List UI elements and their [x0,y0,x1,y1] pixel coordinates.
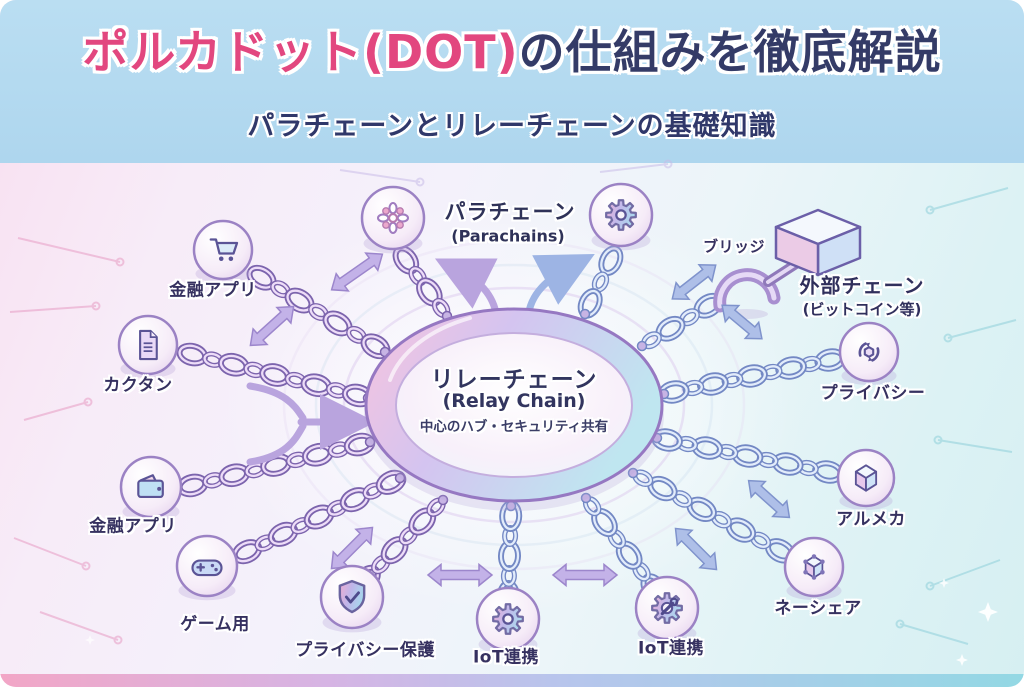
chain-link-connector [577,245,624,320]
chain-link-connector [657,348,847,404]
wallet-icon [137,474,164,499]
gamepad-icon [191,559,223,577]
chain-link-connector [496,500,523,612]
node-iot-2 [634,575,700,644]
double-arrow-icon [674,527,718,571]
sparkle-icon [939,578,949,588]
gear-wrench-icon [651,592,683,624]
title-rest: の仕組みを徹底解説 [518,25,942,79]
flow-arrows [246,254,595,466]
node-label-finance-app-2: 金融アプリ [89,516,177,537]
double-arrow-icon [721,304,763,340]
chain-link-connector [176,432,376,498]
page-subtitle: パラチェーンとリレーチェーンの基礎知識 [247,111,777,142]
gear-icon [605,199,637,231]
external-chain-box-icon [774,208,862,277]
node-finance-app-2 [119,455,183,522]
title-highlight: ポルカドット(DOT) [82,25,519,79]
hub-ripple [282,239,746,571]
chain-link-connector [392,245,453,322]
double-arrow-icon [330,526,374,570]
sparkle-icon [956,654,968,666]
header-band: ポルカドット(DOT)の仕組みを徹底解説 パラチェーンとリレーチェーンの基礎知識 [0,0,1024,163]
bridge-rod [763,255,807,287]
chain-link-connector [627,467,796,564]
node-label-privacy-protection: プライバシー保護 [295,640,435,661]
node-arumeka [836,448,896,510]
relay-chain-subtitle: (Relay Chain) [442,390,586,412]
relay-chain-hub [364,307,664,511]
hub-ripple [342,286,686,524]
double-arrow-icon [426,562,494,588]
chain-link-connector [651,428,844,484]
external-chain-subtitle: (ビットコイン等) [802,300,922,319]
refresh-hexagon-icon [858,342,880,362]
sparkle-icon [978,602,998,622]
double-arrow-icon [551,562,619,588]
chain-link-connector [353,494,449,593]
node-finance-app-1 [192,219,254,284]
double-arrow-icon [330,252,384,292]
bridge-label: ブリッジ [702,237,766,256]
gear-icon [492,603,524,635]
flower-icon [376,201,410,235]
double-arrow-icon [747,479,791,519]
node-parachain-flower [360,185,426,254]
chain-link-connector [580,492,668,603]
node-privacy [838,321,900,386]
node-gaming [175,534,239,601]
chain-link-connector [231,469,407,565]
cube-icon [854,464,878,492]
document-icon [139,329,158,361]
cube-network-icon [803,554,825,580]
chain-link-connector [636,292,724,352]
shield-check-icon [338,579,366,614]
chain-link-connector [246,264,391,360]
parachain-title: パラチェーン [444,200,576,224]
node-privacy-protection [319,564,385,633]
hub-ripple [314,263,714,547]
node-label-iot-1: IoT連携 [472,647,540,668]
double-arrow-icon [249,305,295,347]
relay-chain-caption: 中心のハブ・セキュリティ共有 [419,419,609,435]
double-arrow-icon [671,264,717,300]
node-label-privacy: プライバシー [820,383,926,404]
external-chain-title: 外部チェーン [799,273,925,298]
page-title: ポルカドット(DOT)の仕組みを徹底解説 [0,26,1024,79]
parachain-subtitle: (Parachains) [451,226,565,246]
relay-chain-title: リレーチェーン [430,367,598,393]
node-parachain-gear [588,182,654,251]
node-kakutan [117,314,179,379]
sparkle-icon [85,635,95,645]
cart-icon [209,238,239,262]
node-neshare [783,536,845,601]
bridge-icon [713,268,781,319]
node-iot-1 [475,586,541,655]
node-label-gaming: ゲーム用 [180,614,250,635]
node-label-finance-app-1: 金融アプリ [169,280,257,301]
node-label-iot-2: IoT連携 [637,638,705,659]
chain-link-connector [176,342,374,408]
bottom-gradient-bar [0,674,1024,687]
node-label-kakutan: カクタン [103,375,173,396]
node-label-arumeka: アルメカ [836,509,906,530]
node-label-neshare: ネーシェア [774,598,862,619]
circuit-decoration [9,159,1017,645]
